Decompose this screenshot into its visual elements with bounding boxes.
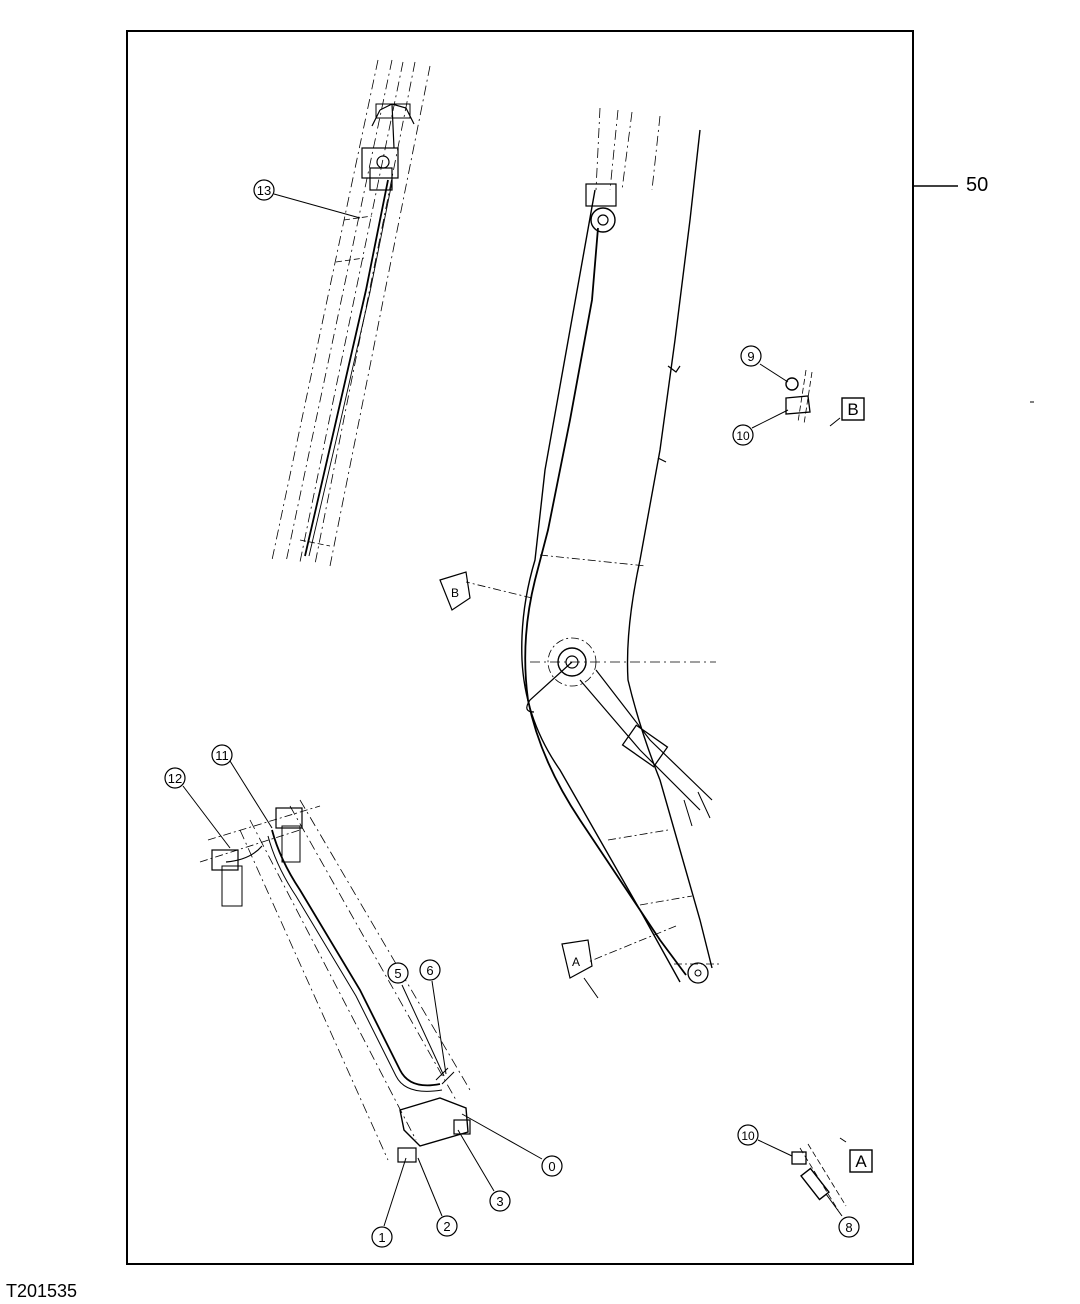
callout-leaders [182, 193, 843, 1227]
boom-foot-view [199, 799, 471, 1163]
callout-5: 5 [387, 962, 409, 984]
callout-10-detail-b: 10 [732, 424, 754, 446]
svg-text:2: 2 [443, 1219, 450, 1234]
callout-12: 12 [164, 767, 186, 789]
figure-id: T201535 [6, 1281, 78, 1301]
svg-text:8: 8 [845, 1220, 852, 1235]
svg-text:6: 6 [426, 963, 433, 978]
callout-2: 2 [436, 1215, 458, 1237]
arm-section-view [271, 59, 431, 567]
svg-text:13: 13 [257, 183, 271, 198]
svg-text:10: 10 [741, 1129, 755, 1143]
detail-b-view [785, 369, 1034, 427]
drawing-frame [126, 30, 914, 1265]
svg-text:9: 9 [747, 349, 754, 364]
svg-text:10: 10 [736, 429, 750, 443]
svg-text:1: 1 [378, 1230, 385, 1245]
callout-3: 3 [489, 1190, 511, 1212]
svg-text:0: 0 [548, 1159, 555, 1174]
view-marker-a-box [849, 1149, 873, 1173]
svg-text:12: 12 [168, 771, 182, 786]
view-marker-a: A [855, 1152, 867, 1171]
svg-text:11: 11 [215, 748, 229, 763]
callout-13: 13 [253, 179, 275, 201]
detail-a-view [791, 1137, 873, 1211]
view-arrow-b-label: B [451, 586, 459, 600]
view-marker-b-box [841, 397, 865, 421]
callout-0: 0 [541, 1155, 563, 1177]
callout-8: 8 [838, 1216, 860, 1238]
view-arrow-a-label: A [572, 955, 580, 969]
svg-text:5: 5 [394, 966, 401, 981]
frame-callout-50: 50 [966, 174, 989, 196]
svg-text:3: 3 [496, 1194, 503, 1209]
boom-main-view [439, 107, 722, 999]
view-marker-b: B [847, 400, 858, 419]
callout-10-detail-a: 10 [737, 1124, 759, 1146]
callout-11: 11 [211, 744, 233, 766]
callout-1: 1 [371, 1226, 393, 1248]
callout-6: 6 [419, 959, 441, 981]
callout-9: 9 [740, 345, 762, 367]
